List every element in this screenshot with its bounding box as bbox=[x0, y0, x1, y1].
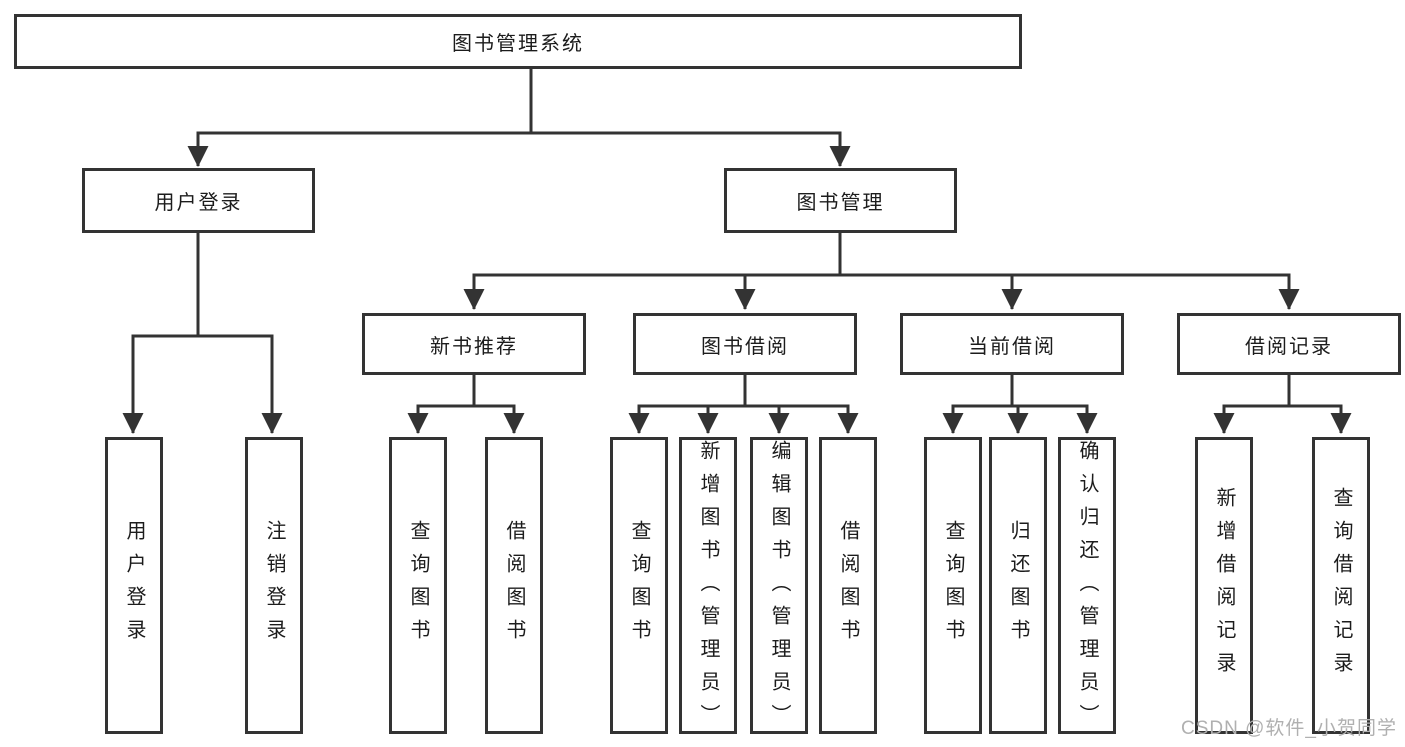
leaf-label: 查询图书 bbox=[407, 519, 429, 652]
leaf-label: 归还图书 bbox=[1007, 519, 1029, 652]
watermark: CSDN @软件_小贺同学 bbox=[1181, 718, 1397, 739]
leaf-query-borrow-record: 查询借阅记录 bbox=[1312, 437, 1370, 734]
node-book-borrowing: 图书借阅 bbox=[633, 313, 857, 375]
leaf-edit-book-admin: 编辑图书（管理员） bbox=[750, 437, 808, 737]
leaf-label: 用户登录 bbox=[123, 519, 145, 652]
leaf-label: 查询图书 bbox=[628, 519, 650, 652]
leaf-label: 借阅图书 bbox=[503, 519, 525, 652]
node-borrowing-records: 借阅记录 bbox=[1177, 313, 1401, 375]
leaf-query-book-current: 查询图书 bbox=[924, 437, 982, 734]
leaf-logout: 注销登录 bbox=[245, 437, 303, 734]
leaf-borrow-book: 借阅图书 bbox=[819, 437, 877, 734]
node-user-login: 用户登录 bbox=[82, 168, 315, 233]
node-root: 图书管理系统 bbox=[14, 14, 1022, 69]
leaf-label: 借阅图书 bbox=[837, 519, 859, 652]
leaf-confirm-return-admin: 确认归还（管理员） bbox=[1058, 437, 1116, 737]
node-new-book-recommendation: 新书推荐 bbox=[362, 313, 586, 375]
leaf-label: 查询借阅记录 bbox=[1330, 486, 1352, 685]
leaf-return-book: 归还图书 bbox=[989, 437, 1047, 734]
leaf-add-borrow-record: 新增借阅记录 bbox=[1195, 437, 1253, 734]
leaf-query-book-borrowing: 查询图书 bbox=[610, 437, 668, 734]
leaf-label: 注销登录 bbox=[263, 519, 285, 652]
leaf-label: 新增借阅记录 bbox=[1213, 486, 1235, 685]
node-book-management: 图书管理 bbox=[724, 168, 957, 233]
node-current-borrowing: 当前借阅 bbox=[900, 313, 1124, 375]
leaf-label: 新增图书（管理员） bbox=[697, 440, 719, 737]
leaf-query-book-recommend: 查询图书 bbox=[389, 437, 447, 734]
leaf-add-book-admin: 新增图书（管理员） bbox=[679, 437, 737, 737]
leaf-label: 编辑图书（管理员） bbox=[768, 440, 790, 737]
leaf-user-login: 用户登录 bbox=[105, 437, 163, 734]
leaf-label: 查询图书 bbox=[942, 519, 964, 652]
leaf-label: 确认归还（管理员） bbox=[1076, 440, 1098, 737]
leaf-borrow-book-recommend: 借阅图书 bbox=[485, 437, 543, 734]
